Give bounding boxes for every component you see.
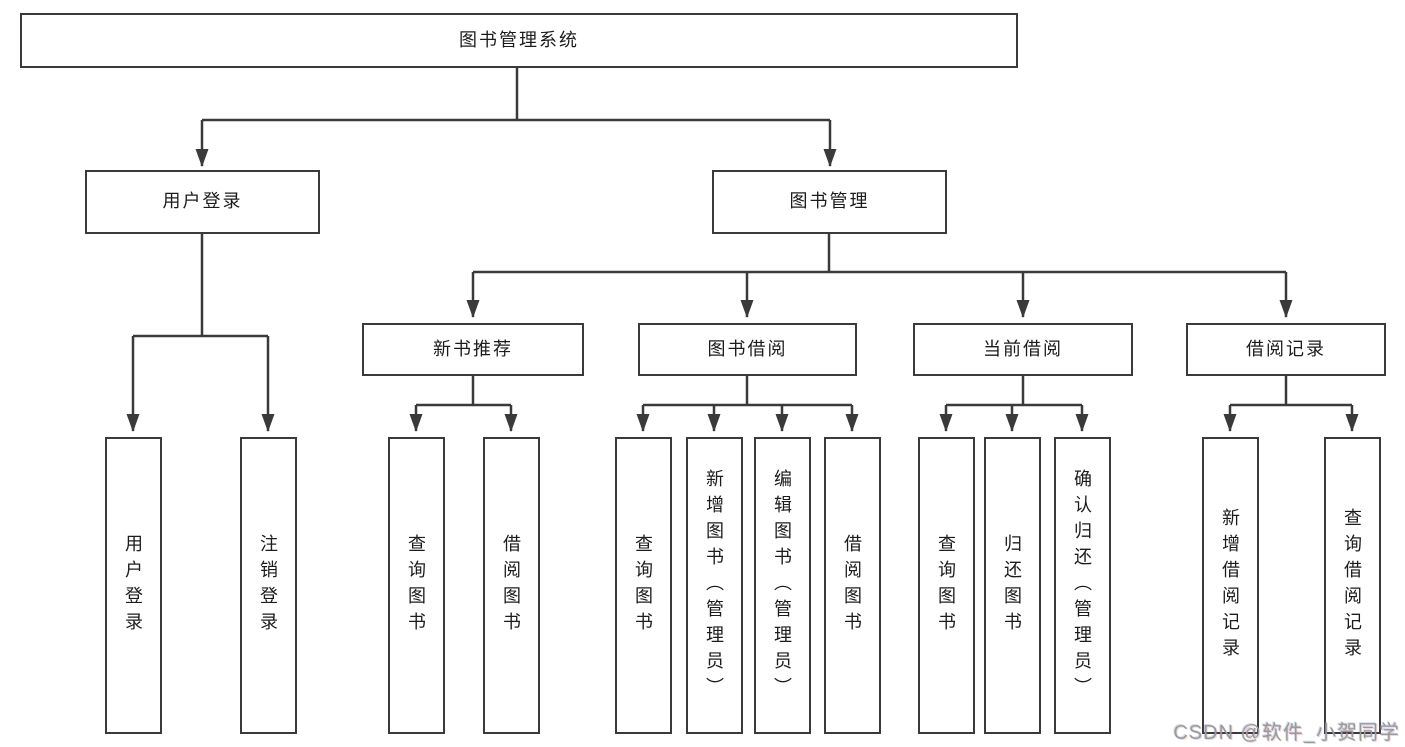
leaf-add-books-admin: 新增图书（管理员） bbox=[685, 437, 743, 734]
leaf-borrow-books-borrowing: 借阅图书 bbox=[823, 437, 881, 734]
node-borrow-records: 借阅记录 bbox=[1186, 323, 1386, 376]
node-new-book-recommend: 新书推荐 bbox=[362, 323, 584, 376]
leaf-add-borrow-record: 新增借阅记录 bbox=[1201, 437, 1259, 734]
leaf-logout: 注销登录 bbox=[239, 437, 297, 734]
leaf-borrow-books-recommend: 借阅图书 bbox=[482, 437, 540, 734]
node-book-management: 图书管理 bbox=[712, 170, 947, 234]
leaf-edit-books-admin: 编辑图书（管理员） bbox=[753, 437, 811, 734]
leaf-query-books-recommend: 查询图书 bbox=[387, 437, 445, 734]
leaf-query-borrow-record: 查询借阅记录 bbox=[1323, 437, 1381, 734]
node-root-system: 图书管理系统 bbox=[20, 13, 1018, 68]
leaf-query-books-borrowing: 查询图书 bbox=[614, 437, 672, 734]
csdn-watermark: CSDN @软件_小贺同学 bbox=[1173, 722, 1400, 744]
leaf-user-login: 用户登录 bbox=[104, 437, 162, 734]
leaf-query-books-current: 查询图书 bbox=[917, 437, 975, 734]
leaf-confirm-return-admin: 确认归还（管理员） bbox=[1053, 437, 1111, 734]
leaf-return-books: 归还图书 bbox=[983, 437, 1041, 734]
node-current-borrowing: 当前借阅 bbox=[913, 323, 1133, 376]
node-book-borrowing: 图书借阅 bbox=[638, 323, 857, 376]
node-user-login: 用户登录 bbox=[85, 170, 320, 234]
